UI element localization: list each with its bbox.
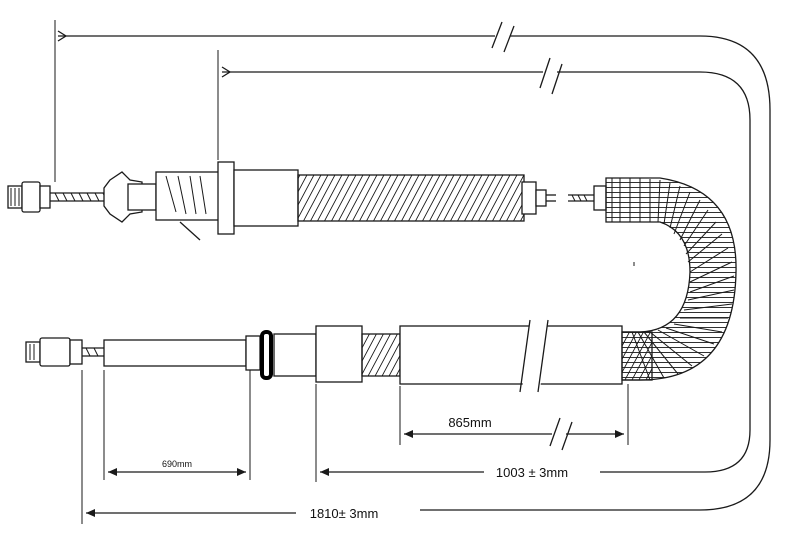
lower-sleeve-break-gap xyxy=(522,322,548,390)
dimension-1003-label: 1003 ± 3mm xyxy=(496,465,568,480)
lower-cable-end xyxy=(25,319,653,393)
bend-radial-conduit xyxy=(605,177,737,381)
dimension-865: 865mm xyxy=(399,384,629,451)
upper-adjuster-tab xyxy=(179,221,201,241)
outer-loop-path xyxy=(58,35,771,511)
lower-sleeve-break-mark xyxy=(519,319,549,393)
u-bend-conduit xyxy=(568,177,737,381)
lower-end-ferrule xyxy=(39,337,71,367)
lower-grommet xyxy=(315,325,363,383)
lower-protective-sleeve xyxy=(399,325,623,385)
lower-end-collar xyxy=(69,339,83,365)
dimension-1810-label: 1810± 3mm xyxy=(310,506,379,521)
upper-end-collar xyxy=(39,185,51,209)
bend-hatching xyxy=(611,178,735,381)
outer-dimension-line xyxy=(54,20,771,511)
upper-adjuster-housing xyxy=(155,171,223,221)
inner-break-mark xyxy=(539,57,563,95)
upper-conduit-end-tip xyxy=(535,189,547,207)
upper-conduit-end-cap xyxy=(521,181,537,215)
inner-arrow-head xyxy=(221,66,232,78)
dimension-1003: 1003 ± 3mm xyxy=(315,384,568,482)
upper-mounting-flange xyxy=(217,161,235,235)
dimension-865-label: 865mm xyxy=(448,415,491,430)
dimension-690: 690mm xyxy=(103,370,251,480)
bend-end-cap xyxy=(593,185,607,211)
upper-conduit-ferrule xyxy=(233,169,299,227)
lower-spiral-conduit-b xyxy=(621,331,653,381)
outer-arrow-head xyxy=(57,30,68,42)
lower-end-nipple xyxy=(25,341,41,363)
lower-sleeve xyxy=(273,333,317,377)
lower-wire-strands xyxy=(85,347,99,357)
upper-adjuster-fins xyxy=(165,175,207,215)
dimension-1810: 1810± 3mm xyxy=(81,370,379,524)
dimension-690-label: 690mm xyxy=(162,459,192,469)
lower-rod xyxy=(103,339,247,367)
inner-dimension-line xyxy=(217,50,751,473)
lower-o-ring xyxy=(260,330,273,380)
outer-break-mark xyxy=(491,21,515,53)
upper-cable-end xyxy=(7,161,556,241)
dimension-865-break xyxy=(549,417,573,451)
upper-end-ferrule xyxy=(21,181,41,213)
upper-clip-body xyxy=(127,183,157,211)
upper-wire-strands xyxy=(54,192,108,202)
inner-loop-path xyxy=(222,71,751,473)
upper-spiral-conduit xyxy=(297,174,525,222)
lower-rod-collar xyxy=(245,335,261,371)
lower-spiral-conduit-a xyxy=(361,333,401,377)
